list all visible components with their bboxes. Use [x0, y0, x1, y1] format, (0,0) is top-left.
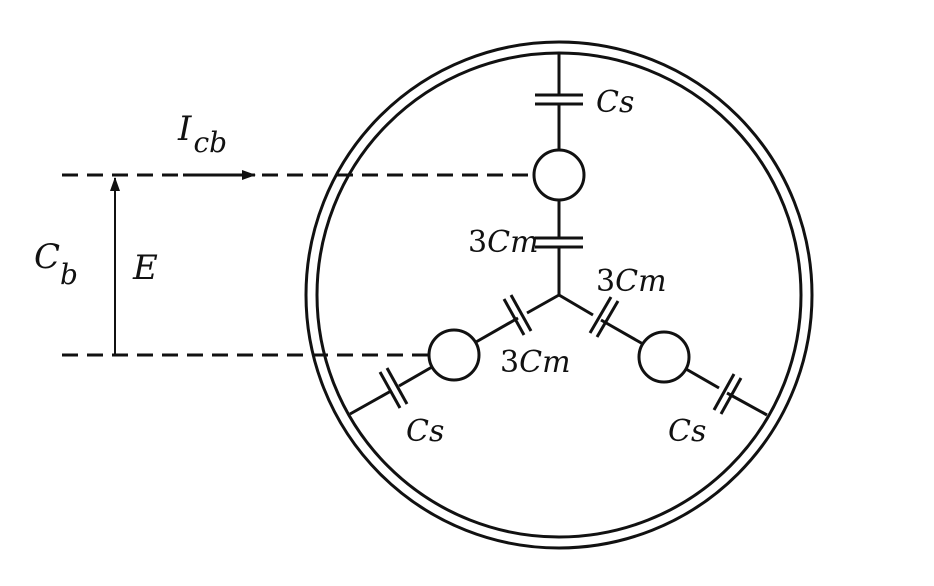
label-capacitance-b: Cb: [34, 237, 78, 291]
cs-left-plate-1: [385, 367, 409, 405]
right-branch: [558, 293, 768, 417]
conductor-left: [427, 328, 481, 382]
label-cs-right: Cs: [668, 414, 706, 449]
conductor-right: [637, 330, 691, 384]
cable-sheath-outer: [304, 40, 814, 550]
label-current: Icb: [177, 109, 227, 159]
cs-right-plate-1: [712, 373, 736, 411]
cm-right-plate-1: [588, 296, 613, 334]
label-voltage: E: [132, 248, 158, 288]
label-cm-upper: 3Cm: [468, 225, 539, 260]
cm-lower-plate-2: [502, 298, 526, 336]
left-branch: [349, 293, 560, 416]
label-cs-top: Cs: [596, 85, 634, 120]
top-branch: [532, 52, 586, 295]
label-cm-lower: 3Cm: [500, 345, 571, 380]
label-cs-left: Cs: [406, 414, 444, 449]
conductor-top: [532, 148, 586, 202]
cm-lower-plate-1: [509, 294, 533, 332]
cm-right-plate-2: [595, 300, 620, 338]
label-cm-right: 3Cm: [596, 264, 667, 299]
